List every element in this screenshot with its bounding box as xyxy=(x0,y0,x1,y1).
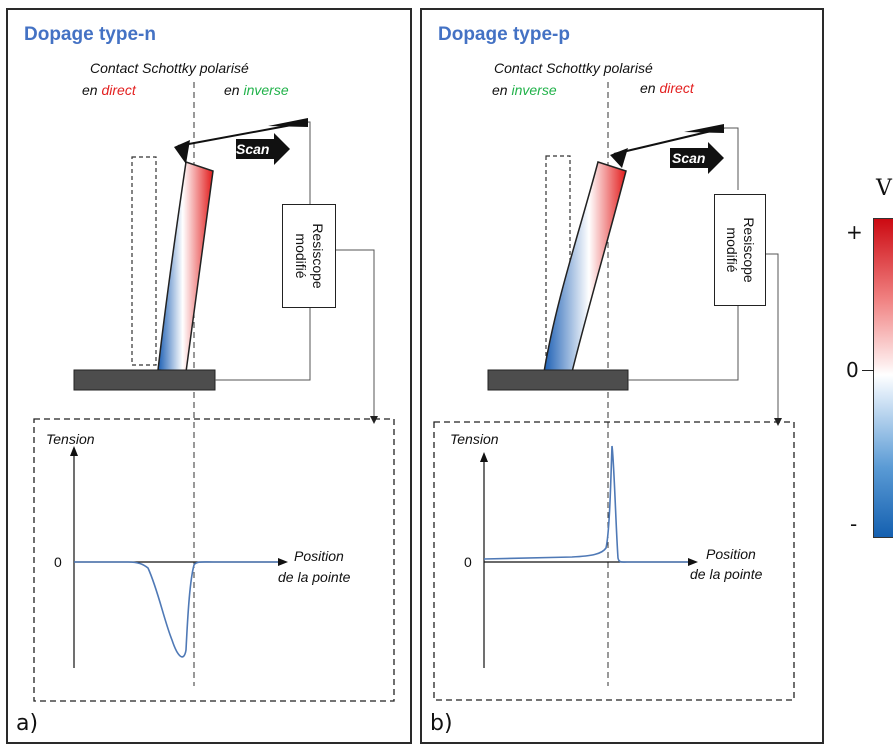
right-bias-word: inverse xyxy=(243,82,289,98)
substrate xyxy=(487,369,629,391)
zero-label: 0 xyxy=(54,554,62,570)
x-axis-arrow xyxy=(688,558,698,566)
cantilever-head xyxy=(268,118,308,127)
x-axis-label-line1: Position xyxy=(706,546,756,562)
wire-output xyxy=(764,253,779,420)
panel-b-drawing xyxy=(433,82,795,701)
y-axis-arrow xyxy=(70,446,78,456)
x-axis-label-line2: de la pointe xyxy=(690,566,763,582)
x-axis-label-line1: Position xyxy=(294,548,344,564)
bent-sample xyxy=(543,161,627,373)
panel-b-label: b) xyxy=(430,711,453,736)
scan-arrow xyxy=(670,142,724,174)
colorscale-minus: - xyxy=(850,512,858,536)
right-bias-prefix: en xyxy=(224,82,244,98)
wire-cantilever xyxy=(724,127,739,190)
wire-substrate xyxy=(628,306,739,381)
wire-output xyxy=(334,249,375,418)
left-bias-word: inverse xyxy=(511,82,557,98)
left-bias-label: en inverse xyxy=(492,82,557,98)
panel-b-title: Dopage type-p xyxy=(438,24,570,45)
colorscale-zero: 0 xyxy=(846,358,859,382)
contact-label: Contact Schottky polarisé xyxy=(90,60,249,76)
left-bias-word: direct xyxy=(101,82,136,98)
right-bias-label: en direct xyxy=(640,80,694,96)
resiscope-line1: Resiscope xyxy=(310,223,326,289)
right-bias-word: direct xyxy=(659,80,694,96)
resiscope-line1: Resiscope xyxy=(741,217,757,283)
cantilever-head xyxy=(684,124,724,133)
y-axis-label: Tension xyxy=(46,431,95,447)
colorscale-zero-tick xyxy=(862,370,874,371)
graph-box xyxy=(433,421,795,701)
panel-b-p-type: Dopage type-p Contact Schottky polarisé … xyxy=(420,8,824,744)
scan-arrow xyxy=(236,133,290,165)
resiscope-line2: modifié xyxy=(724,227,740,273)
panel-a-label: a) xyxy=(16,711,39,736)
scan-label: Scan xyxy=(236,141,270,157)
panel-a-n-type: Dopage type-n xyxy=(6,8,412,744)
contact-label: Contact Schottky polarisé xyxy=(494,60,653,76)
bent-sample xyxy=(157,161,214,373)
arrow-head-output xyxy=(370,416,378,424)
wire-substrate xyxy=(215,306,311,381)
resiscope-box: Resiscope modifié xyxy=(282,204,336,308)
resiscope-line2: modifié xyxy=(293,233,309,279)
left-bias-prefix: en xyxy=(82,82,102,98)
zero-label: 0 xyxy=(464,554,472,570)
wire-cantilever xyxy=(308,121,311,210)
right-bias-prefix: en xyxy=(640,80,660,96)
y-axis-label: Tension xyxy=(450,431,499,447)
substrate xyxy=(73,369,216,391)
original-sample-outline xyxy=(131,156,157,366)
left-bias-prefix: en xyxy=(492,82,512,98)
signal-curve xyxy=(74,561,278,658)
panel-a-drawing xyxy=(33,82,395,702)
resiscope-box: Resiscope modifié xyxy=(714,194,766,306)
scan-label: Scan xyxy=(672,150,706,166)
signal-curve xyxy=(483,445,688,563)
colorscale-title: V xyxy=(876,176,892,201)
resiscope-text: Resiscope modifié xyxy=(723,217,757,282)
right-bias-label: en inverse xyxy=(224,82,289,98)
x-axis-label-line2: de la pointe xyxy=(278,569,351,585)
x-axis-arrow xyxy=(278,558,288,566)
colorscale-bar xyxy=(873,218,893,538)
afm-tip xyxy=(610,148,628,168)
panel-a-title: Dopage type-n xyxy=(24,24,156,45)
y-axis-arrow xyxy=(480,452,488,462)
left-bias-label: en direct xyxy=(82,82,136,98)
resiscope-text: Resiscope modifié xyxy=(292,223,326,288)
graph-box xyxy=(33,418,395,702)
colorscale-plus: + xyxy=(846,220,863,244)
